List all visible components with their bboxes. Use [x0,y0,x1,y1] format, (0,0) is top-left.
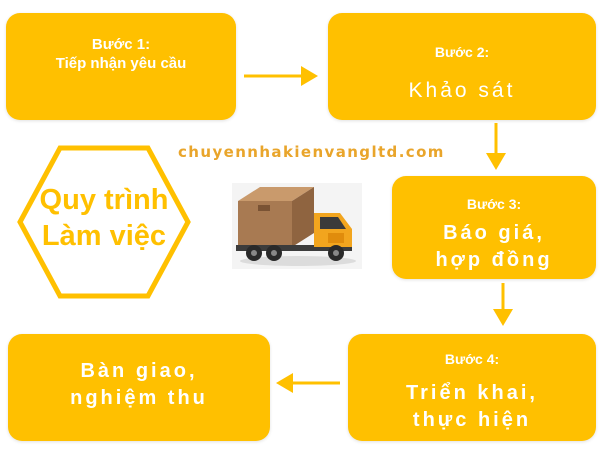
step-4-body: Triển khai, thực hiện [348,380,596,434]
step-1-body: Tiếp nhận yêu cầu [55,55,187,72]
step-5-body-line1: Bàn giao, [80,360,198,382]
step-3-title: Bước 3: [466,196,522,212]
step-4-box: Bước 4: Triển khai, thực hiện [348,334,596,441]
arrow-step4-to-step5 [276,373,340,393]
step-5-body-line2: nghiệm thu [70,387,208,409]
truck-icon [232,183,362,269]
step-3-body: Báo giá, hợp đồng [392,220,596,274]
arrow-step1-to-step2 [244,66,318,86]
step-2-title: Bước 2: [434,44,490,60]
step-4-body-line2: thực hiện [412,409,532,431]
step-4-body-line1: Triển khai, [406,382,538,404]
step-3-body-line2: hợp đồng [435,249,553,271]
process-title: Quy trình Làm việc [16,182,192,254]
step-4-title: Bước 4: [444,351,500,367]
step-3-box: Bước 3: Báo giá, hợp đồng [392,176,596,279]
step-1-title: Bước 1: [91,36,151,53]
step-1-box: Bước 1: Tiếp nhận yêu cầu [6,13,236,120]
process-title-line1: Quy trình [39,184,169,216]
step-2-box: Bước 2: Khảo sát [328,13,596,120]
step-3-body-line1: Báo giá, [443,222,545,244]
website-url: chuyennhakienvangltd.com [178,143,445,161]
process-title-line2: Làm việc [41,220,167,252]
step-5-body: Bàn giao, nghiệm thu [8,358,270,412]
arrow-step2-to-step3 [486,123,506,170]
title-hexagon [17,145,191,299]
step-5-box: Bàn giao, nghiệm thu [8,334,270,441]
arrow-step3-to-step4 [493,283,513,326]
step-2-body: Khảo sát [408,79,516,102]
